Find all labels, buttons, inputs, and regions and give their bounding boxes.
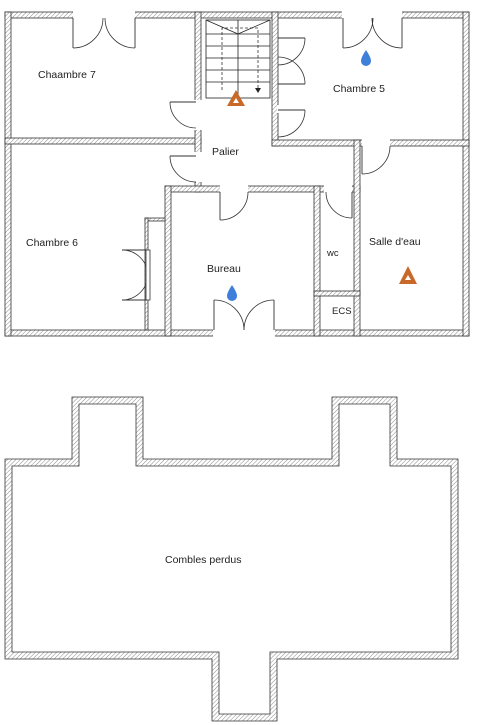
gas-warning-icon — [227, 90, 245, 106]
upper-floor-walls — [4, 11, 470, 337]
gas-warning-icon — [399, 266, 417, 284]
water-drop-icon — [227, 285, 237, 301]
room-label-palier: Palier — [212, 146, 239, 158]
room-label-chambre7: Chaambre 7 — [38, 69, 96, 81]
room-label-ecs: ECS — [332, 306, 352, 317]
room-label-chambre6: Chambre 6 — [26, 237, 78, 249]
attic-label: Combles perdus — [165, 554, 241, 566]
room-label-chambre5: Chambre 5 — [333, 83, 385, 95]
room-label-wc: wc — [326, 248, 339, 259]
water-drop-icon — [361, 50, 371, 66]
room-label-salle-deau: Salle d'eau — [369, 236, 421, 248]
attic-outline — [4, 396, 459, 722]
staircase — [205, 19, 271, 99]
room-label-bureau: Bureau — [207, 263, 241, 275]
doors — [72, 17, 403, 331]
